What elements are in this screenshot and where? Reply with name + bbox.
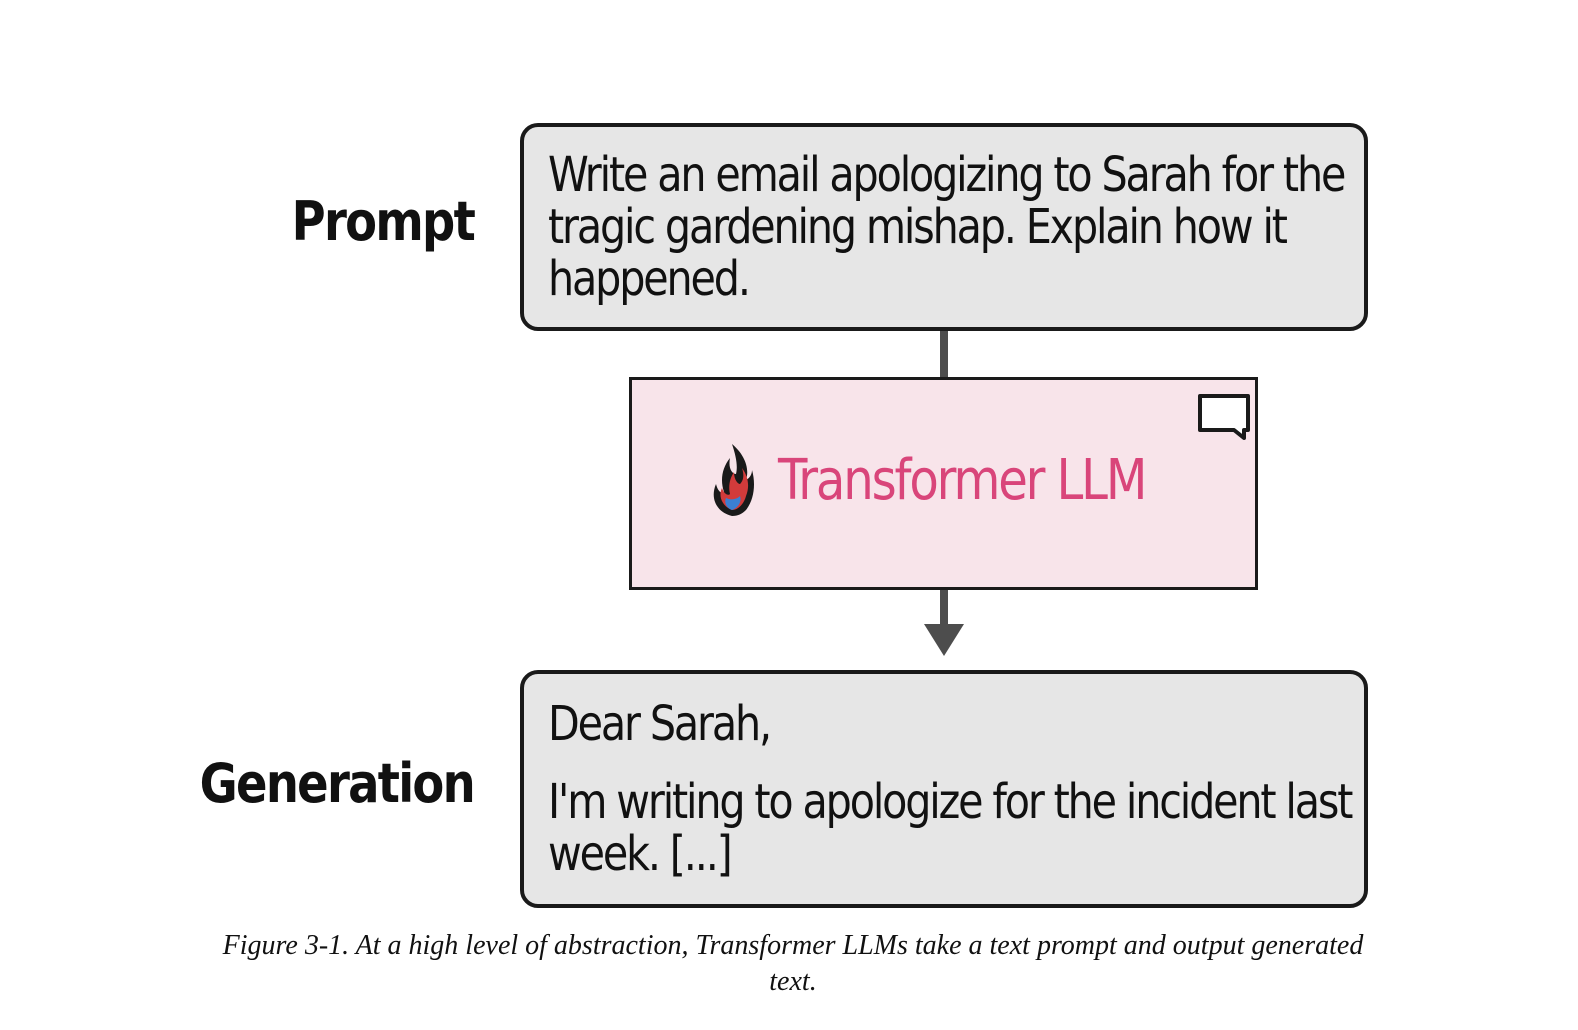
generation-label: Generation [199,752,476,815]
arrow-line [940,590,948,626]
connector-line [940,331,948,377]
chat-bubble-icon [1198,394,1250,440]
generation-box: Dear Sarah, I'm writing to apologize for… [520,670,1368,908]
transformer-llm-box: Transformer LLM [629,377,1258,590]
flame-icon [713,444,754,516]
figure-caption: Figure 3-1. At a high level of abstracti… [222,930,1364,997]
prompt-box: Write an email apologizing to Sarah for … [520,123,1368,331]
prompt-text: Write an email apologizing to Sarah for … [548,147,1346,307]
generation-body: I'm writing to apologize for the inciden… [548,774,1353,882]
arrow-head [924,624,964,656]
transformer-llm-label: Transformer LLM [778,448,1147,513]
generation-greeting: Dear Sarah, [548,696,772,752]
prompt-label: Prompt [291,190,476,253]
